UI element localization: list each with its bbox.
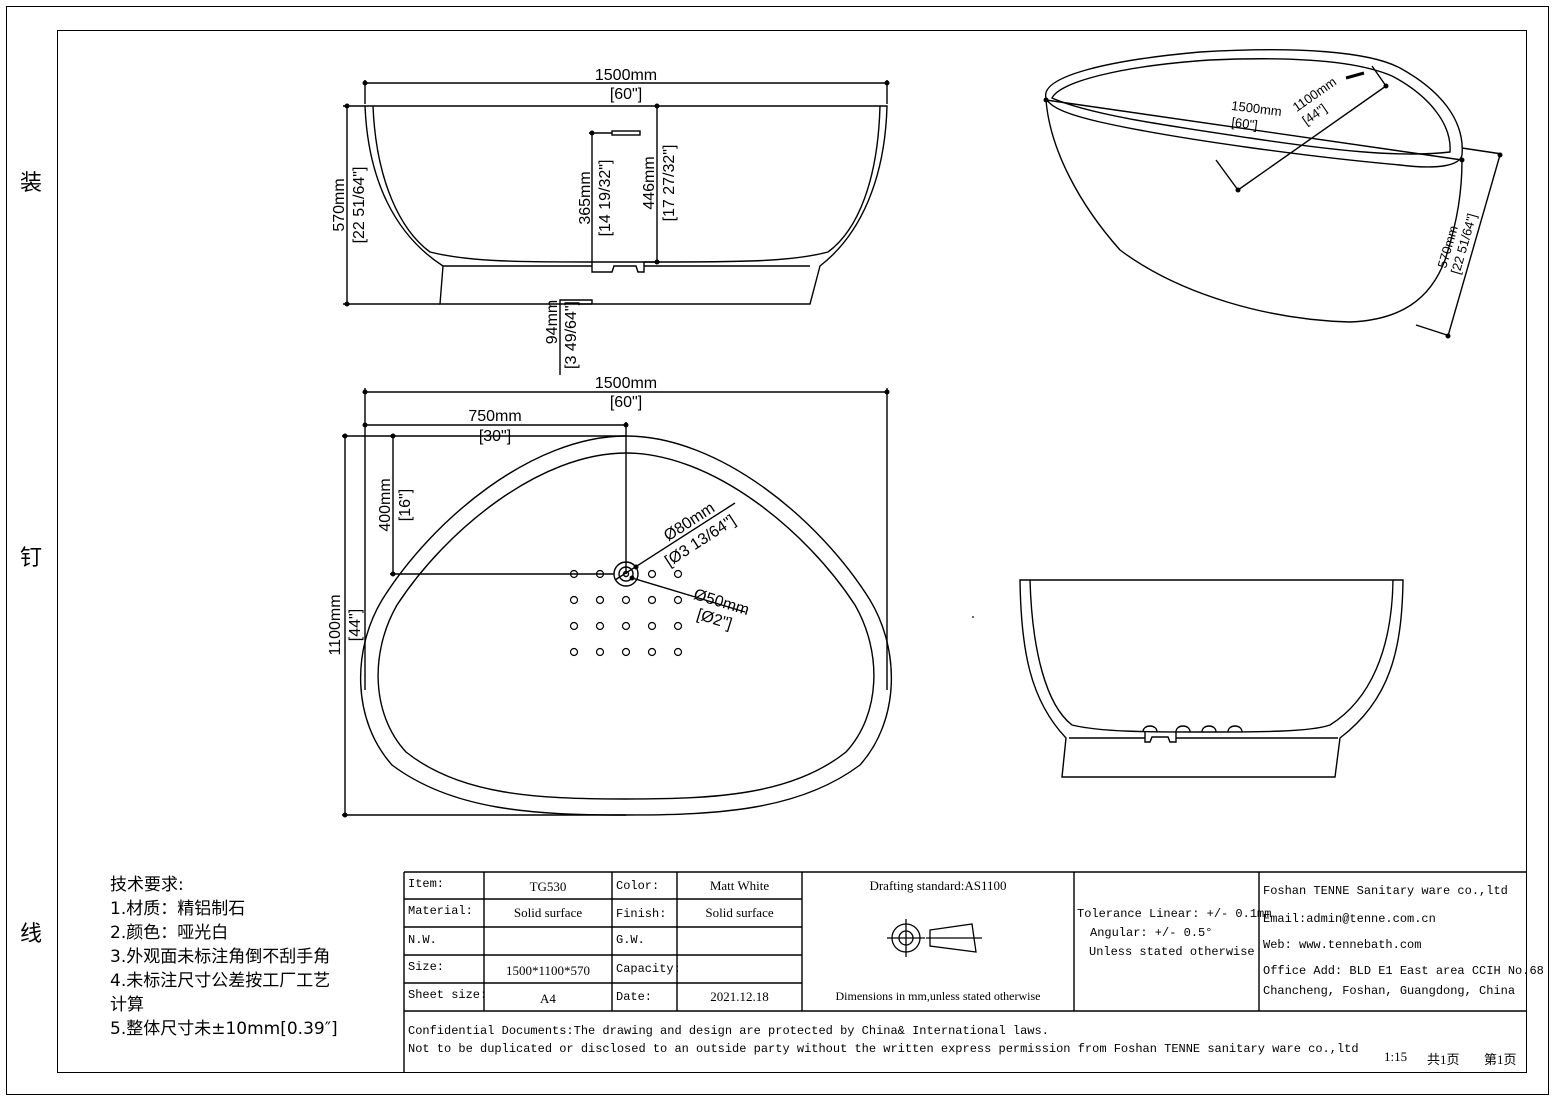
tolerance-linear: Tolerance Linear: +/- 0.1mm — [1077, 907, 1272, 921]
side-label-ding: 钉 — [20, 546, 43, 571]
front-height-inch-label: [22 51/64"] — [351, 167, 368, 244]
drain-offset-x-label: 750mm — [468, 408, 521, 425]
front-view — [343, 80, 890, 375]
overflow-height-label: 365mm — [577, 171, 594, 224]
company-address-2: Chancheng, Foshan, Guangdong, China — [1263, 984, 1516, 998]
pages-total-label: 共1页 — [1427, 1052, 1460, 1067]
size-label: Size: — [408, 960, 445, 974]
projection-symbol-icon — [887, 919, 982, 957]
date-label: Date: — [616, 990, 653, 1004]
front-length-inch-label: [60"] — [610, 86, 642, 103]
drain-offset-x-inch-label: [30"] — [479, 428, 511, 445]
company-email: Email:admin@tenne.com.cn — [1263, 912, 1436, 926]
dimensions-note: Dimensions in mm,unless stated otherwise — [835, 989, 1041, 1003]
technical-requirements: 技术要求: 1.材质：精铝制石 2.颜色：哑光白 3.外观面未标注角倒不刮手角 … — [110, 873, 338, 1041]
size-value: 1500*1100*570 — [505, 963, 591, 978]
notes-item: 2.颜色：哑光白 — [110, 923, 229, 943]
iso-length-inch-label: [60"] — [1231, 114, 1259, 132]
company-name: Foshan TENNE Sanitary ware co.,ltd — [1263, 884, 1508, 898]
base-height-label: 94mm — [544, 300, 561, 344]
drain-offset-y-label: 400mm — [377, 478, 394, 531]
drawing-border — [57, 30, 1527, 1073]
top-width-label: 1100mm — [327, 594, 344, 655]
front-length-label: 1500mm — [595, 67, 657, 84]
iso-view — [1043, 49, 1503, 339]
iso-length-label: 1500mm — [1231, 98, 1283, 119]
top-width-inch-label: [44"] — [347, 609, 364, 641]
company-address-1: Office Add: BLD E1 East area CCIH No.68 — [1263, 964, 1544, 978]
sheet-size-label: Sheet size: — [408, 988, 488, 1002]
nw-label: N.W. — [408, 933, 437, 947]
finish-label: Finish: — [616, 907, 667, 921]
color-value: Matt White — [709, 878, 770, 893]
inner-depth-label: 446mm — [641, 156, 658, 209]
side-view — [1019, 579, 1404, 778]
base-height-inch-label: [3 49/64"] — [563, 301, 580, 369]
notes-title: 技术要求: — [110, 875, 184, 895]
front-height-label: 570mm — [331, 178, 348, 231]
drafting-standard: Drafting standard:AS1100 — [869, 878, 1007, 893]
side-label-xian: 线 — [20, 922, 43, 947]
title-block-grid — [403, 871, 1526, 1072]
item-label: Item: — [408, 877, 445, 891]
top-length-label: 1500mm — [595, 375, 657, 392]
notes-item: 3.外观面未标注角倒不刮手角 — [110, 947, 331, 967]
stray-dot — [972, 616, 974, 618]
tolerance-note: Unless stated otherwise — [1089, 945, 1255, 959]
confidential-line-2: Not to be duplicated or disclosed to an … — [408, 1042, 1359, 1056]
material-value: Solid surface — [513, 905, 583, 920]
capacity-label: Capacity: — [616, 962, 681, 976]
notes-item: 5.整体尺寸未±10mm[0.39″] — [110, 1019, 338, 1039]
notes-item: 计算 — [110, 995, 144, 1015]
date-value: 2021.12.18 — [710, 989, 769, 1004]
item-value: TG530 — [529, 879, 567, 894]
finish-value: Solid surface — [705, 905, 774, 920]
page-current-label: 第1页 — [1484, 1052, 1517, 1067]
outer-border — [6, 6, 1549, 1095]
top-view — [342, 388, 892, 818]
overflow-height-inch-label: [14 19/32"] — [597, 160, 614, 237]
tolerance-angular: Angular: +/- 0.5° — [1090, 926, 1213, 940]
sheet-size-value: A4 — [540, 991, 556, 1006]
confidential-line-1: Confidential Documents:The drawing and d… — [408, 1024, 1049, 1038]
notes-item: 1.材质：精铝制石 — [110, 899, 246, 919]
gw-label: G.W. — [616, 933, 645, 947]
scale-label: 1:15 — [1384, 1049, 1408, 1064]
material-label: Material: — [408, 904, 473, 918]
top-length-inch-label: [60"] — [610, 394, 642, 411]
side-label-zhuang: 装 — [20, 171, 43, 196]
company-web: Web: www.tennebath.com — [1263, 938, 1422, 952]
color-label: Color: — [616, 879, 660, 893]
inner-depth-inch-label: [17 27/32"] — [661, 145, 678, 222]
notes-item: 4.未标注尺寸公差按工厂工艺 — [110, 971, 331, 991]
drain-offset-y-inch-label: [16"] — [397, 489, 414, 521]
